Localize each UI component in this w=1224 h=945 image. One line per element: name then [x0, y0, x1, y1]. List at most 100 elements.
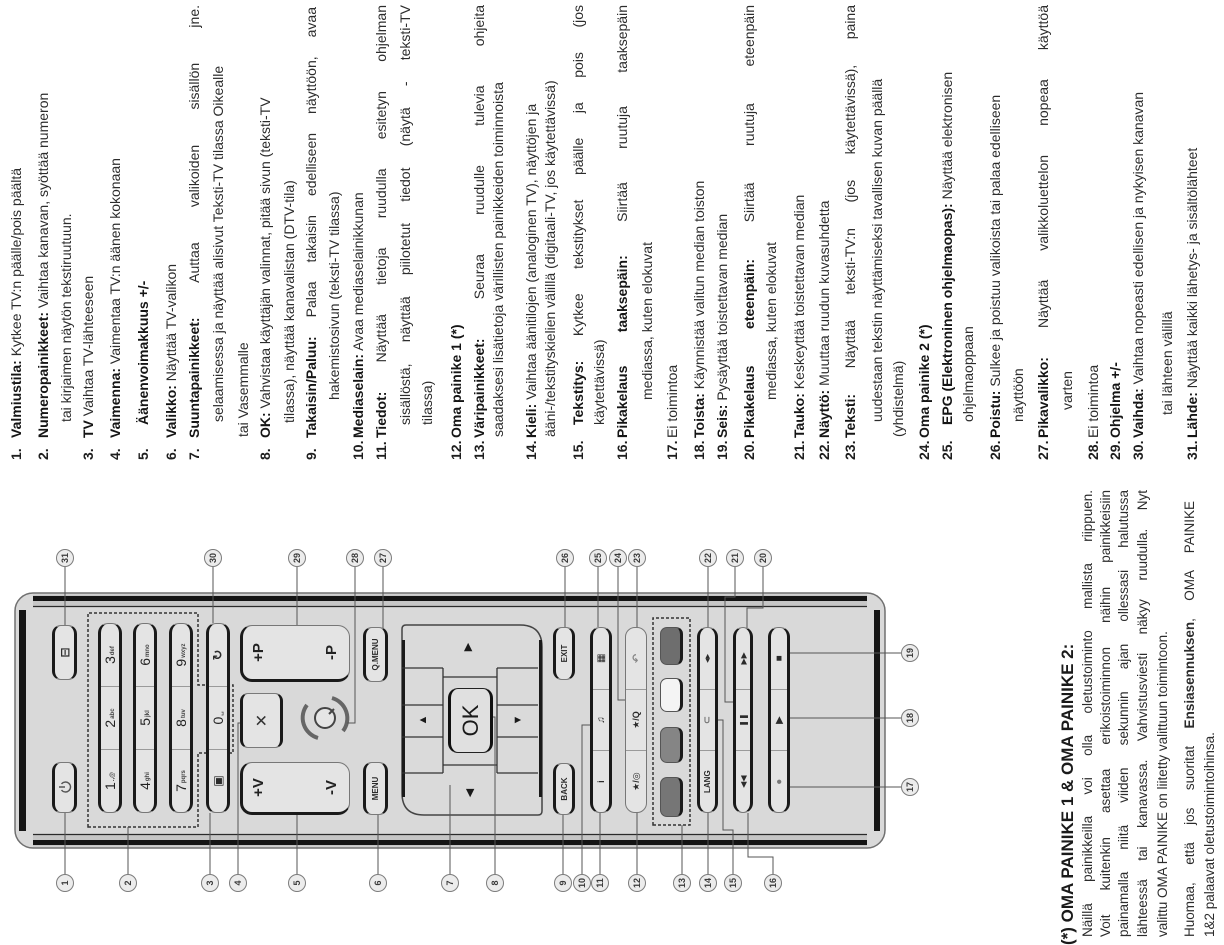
- media-icon: ♫: [595, 716, 607, 724]
- menu-label: MENU: [371, 776, 380, 801]
- my-button-1: ★/◎: [626, 751, 646, 812]
- list-item-text: Ei toimintoa: [1085, 364, 1101, 438]
- note-line: painamalla niitä viiden sekunnin ajan ol…: [1116, 490, 1131, 937]
- list-item-label: Poistu:: [987, 390, 1003, 438]
- source-button: ⊟: [52, 625, 77, 680]
- list-item-continuation: sisällöstä, näyttää piilotetut tiedot (n…: [397, 5, 413, 425]
- list-item-text: Vaihtaa kanavan, syöttää numeron: [35, 92, 51, 309]
- list-item-label: Teksti:: [842, 393, 858, 438]
- list-item-text: Siirtää ruutuja taaksepäin: [614, 5, 630, 222]
- back-button: BACK: [553, 763, 575, 815]
- list-item-7: Suuntapainikkeet: Auttaa valikoiden sisä…: [185, 5, 203, 438]
- digit-label: 4: [137, 782, 153, 790]
- my-button-1-icon: ★/◎: [630, 772, 641, 791]
- list-item-label: Suuntapainikkeet:: [186, 317, 202, 438]
- blue-color-key: [660, 627, 683, 665]
- digit-label: 7: [173, 784, 189, 792]
- list-item-continuation: käytettävissä): [591, 339, 607, 425]
- list-item-18: Toista: Käynnistää valitun median toisto…: [690, 181, 708, 438]
- yellow-color-key: [660, 678, 683, 712]
- list-item-text: Näyttää TV-valikon: [163, 263, 179, 382]
- mute-icon: ✕: [253, 713, 271, 728]
- list-item-continuation: (yhdistelmä): [890, 360, 906, 437]
- transport-row-2: ● ▶ ■: [768, 627, 790, 813]
- program-down-label: -P: [323, 645, 340, 660]
- lang-label: LANG: [703, 770, 712, 793]
- back-label: BACK: [559, 777, 569, 801]
- list-item-number: 4.: [107, 448, 123, 460]
- list-item-text: Palaa takaisin edelliseen näyttöön, avaa: [303, 6, 319, 318]
- lang-subtitle-screen-row: LANG ⊂ ◂▸: [697, 627, 718, 813]
- list-item-text: Vaimentaa TV:n äänen kokonaan: [107, 158, 123, 365]
- callout-9: 9: [554, 874, 572, 892]
- list-item-label: Äänenvoimakkuus +/-: [135, 280, 151, 425]
- list-item-text: Vaihtaa TV-lähteeseen: [80, 275, 96, 417]
- quick-menu-label: Q.MENU: [371, 638, 380, 671]
- play-button: ▶: [771, 689, 787, 752]
- callout-11: 11: [591, 874, 609, 892]
- digit-label: 0: [210, 716, 226, 725]
- callout-21: 21: [726, 549, 744, 567]
- list-item-label: OK:: [257, 412, 273, 438]
- list-item-label: Seis:: [714, 404, 730, 438]
- list-item-3: TV Vaihtaa TV-lähteeseen: [79, 276, 97, 438]
- list-item-text: Näyttää elektronisen: [939, 71, 955, 200]
- list-item-number: 25.: [939, 440, 955, 460]
- number-key-0: 0␣: [209, 687, 227, 750]
- letters-label: jkl: [144, 710, 151, 717]
- rewind-icon: ◀◀: [738, 775, 748, 788]
- list-item-continuation: hakemistosivun (teksti-TV tilassa): [326, 191, 342, 400]
- list-item-label: Kieli:: [523, 403, 539, 438]
- color-keys-dashed-outline: [652, 617, 691, 826]
- list-item-number: 20.: [741, 440, 757, 460]
- list-item-continuation: näyttöön: [1010, 368, 1026, 422]
- fast-forward-icon: ▶▶: [738, 652, 748, 665]
- letters-label: ghi: [144, 772, 151, 782]
- digit-label: 1: [102, 782, 118, 790]
- digit-label: 2: [102, 719, 118, 728]
- list-item-number: 8.: [257, 448, 273, 460]
- callout-27: 27: [374, 549, 392, 567]
- list-item-5: Äänenvoimakkuus +/-: [134, 281, 152, 425]
- callout-20: 20: [754, 549, 772, 567]
- list-item-number: 14.: [523, 440, 539, 460]
- list-item-17: Ei toimintoa: [663, 365, 681, 438]
- list-item-text: Vahvistaa käyttäjän valinnat, pitää sivu…: [257, 97, 273, 409]
- stop-button: ■: [771, 627, 787, 690]
- fast-forward-button: ▶▶: [736, 627, 750, 690]
- list-item-continuation: tai lähteen välillä: [1159, 311, 1175, 415]
- list-item-text: Käynnistää valitun median toiston: [691, 180, 707, 390]
- list-item-continuation: mediassa, kuten elokuvat: [639, 242, 655, 400]
- list-item-text: Auttaa valikoiden sisällön jne.: [186, 5, 202, 283]
- power-icon: [58, 781, 71, 794]
- note-line: 1&2 palaavat oletustoimintoihinsa.: [1202, 732, 1217, 937]
- digit-label: 5: [137, 717, 153, 726]
- list-item-label: Tekstitys:: [570, 360, 586, 425]
- list-item-number: 30.: [1130, 440, 1146, 460]
- digit-label: 3: [102, 656, 118, 664]
- list-item-13: Väripainikkeet: Seuraa ruudulle tulevia …: [470, 5, 488, 438]
- callout-1: 1: [56, 874, 74, 892]
- list-item-continuation: mediassa, kuten elokuvat: [763, 242, 779, 400]
- list-item-label: Oma painike 2 (*): [916, 324, 932, 438]
- list-item-25: EPG (Elektroninen ohjelmaopas): Näyttää …: [938, 72, 956, 425]
- epg-button: ▦: [593, 627, 609, 690]
- rewind-button: ◀◀: [736, 751, 750, 812]
- list-item-text: Näyttää kaikki lähetys- ja sisältölähtee…: [1184, 147, 1200, 389]
- subtitle-button: ⊂: [700, 689, 715, 752]
- list-item-21: Tauko: Keskeyttää toistettavan median: [790, 195, 808, 438]
- list-item-22: Näyttö: Muuttaa ruudun kuvasuhdetta: [815, 201, 833, 438]
- list-item-number: 17.: [664, 440, 680, 460]
- list-item-1: Valmiustila: Kytkee TV:n päälle/pois pää…: [7, 168, 25, 438]
- list-item-19: Seis: Pysäyttää toistettavan median: [713, 214, 731, 438]
- list-item-text: Pysäyttää toistettavan median: [714, 213, 730, 401]
- list-item-number: 2.: [35, 448, 51, 460]
- callout-23: 23: [628, 549, 646, 567]
- record-icon: ●: [773, 778, 785, 785]
- callout-7: 7: [441, 874, 459, 892]
- list-item-label: Lähde:: [1184, 392, 1200, 438]
- letters-label: tuv: [180, 709, 187, 719]
